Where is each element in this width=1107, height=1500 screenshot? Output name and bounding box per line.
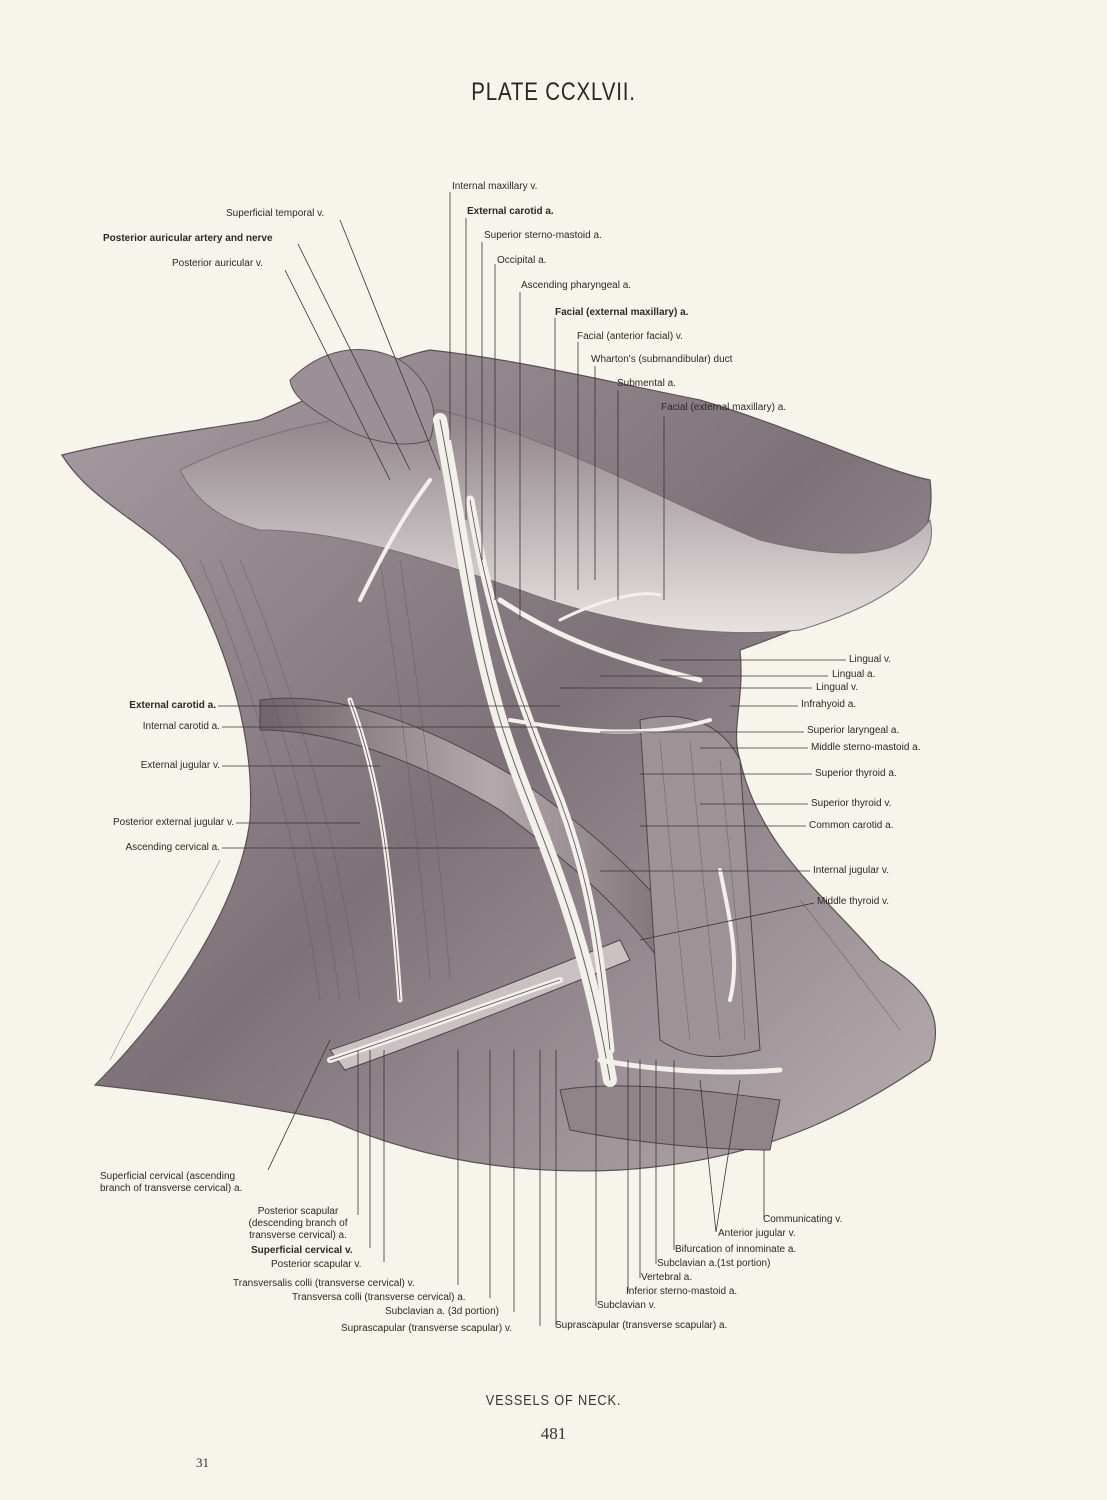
label-posterior-scapular-3: transverse cervical) a. — [249, 1230, 347, 1241]
label-superior-sterno-mastoid-a: Superior sterno-mastoid a. — [484, 230, 602, 241]
label-facial-external-maxillary-a-1: Facial (external maxillary) a. — [555, 307, 689, 318]
signature-mark: 31 — [196, 1455, 209, 1470]
label-subclavian-v: Subclavian v. — [597, 1300, 656, 1311]
label-lingual-a: Lingual a. — [832, 669, 876, 680]
label-facial-anterior-facial-v: Facial (anterior facial) v. — [577, 331, 683, 342]
lower-muscle-mass — [559, 1085, 781, 1151]
label-superficial-cervical-ascending-1: Superficial cervical (ascending — [100, 1171, 236, 1182]
label-external-carotid-a-top: External carotid a. — [467, 206, 554, 217]
plate-title: PLATE CCXLVII. — [471, 78, 636, 106]
label-common-carotid-a: Common carotid a. — [809, 820, 894, 831]
label-superior-thyroid-a: Superior thyroid a. — [815, 768, 897, 779]
label-superficial-cervical-ascending-2: branch of transverse cervical) a. — [100, 1183, 243, 1194]
page-number: 481 — [540, 1424, 567, 1443]
label-ascending-pharyngeal-a: Ascending pharyngeal a. — [521, 280, 632, 291]
label-ascending-cervical-a: Ascending cervical a. — [125, 842, 221, 853]
label-posterior-scapular-v: Posterior scapular v. — [271, 1259, 362, 1270]
mandible-region — [179, 409, 932, 634]
label-transversa-colli: Transversa colli (transverse cervical) a… — [292, 1292, 466, 1303]
label-external-jugular-v: External jugular v. — [140, 760, 220, 771]
label-lingual-v-1: Lingual v. — [849, 654, 892, 665]
label-middle-thyroid-v: Middle thyroid v. — [817, 896, 890, 907]
label-posterior-auricular-artery-nerve: Posterior auricular artery and nerve — [103, 233, 273, 244]
label-posterior-scapular-1: Posterior scapular — [257, 1206, 339, 1217]
label-internal-carotid-a: Internal carotid a. — [142, 721, 220, 732]
label-external-carotid-a-left: External carotid a. — [129, 700, 216, 711]
label-infrahyoid-a: Infrahyoid a. — [801, 699, 857, 710]
muscle-striations — [109, 559, 901, 1061]
label-suprascapular-a: Suprascapular (transverse scapular) a. — [555, 1320, 728, 1331]
label-middle-sterno-mastoid-a: Middle sterno-mastoid a. — [811, 742, 921, 753]
label-internal-jugular-v: Internal jugular v. — [813, 865, 889, 876]
label-superficial-cervical-v: Superficial cervical v. — [251, 1245, 353, 1256]
ear-region — [289, 349, 435, 445]
label-lingual-v-2: Lingual v. — [816, 682, 859, 693]
vessel-outlines — [329, 499, 611, 1061]
label-suprascapular-v: Suprascapular (transverse scapular) v. — [341, 1323, 512, 1334]
label-superficial-temporal-v: Superficial temporal v. — [226, 208, 325, 219]
label-subclavian-a-3d: Subclavian a. (3d portion) — [385, 1306, 499, 1317]
label-transversalis-colli: Transversalis colli (transverse cervical… — [233, 1278, 415, 1289]
label-posterior-external-jugular-v: Posterior external jugular v. — [113, 817, 234, 828]
strap-muscles — [639, 715, 761, 1057]
label-superior-thyroid-v: Superior thyroid v. — [811, 798, 892, 809]
label-submental-a: Submental a. — [617, 378, 676, 389]
label-posterior-auricular-v: Posterior auricular v. — [172, 258, 263, 269]
plate-caption: VESSELS OF NECK. — [485, 1392, 622, 1409]
label-vertebral-a: Vertebral a. — [641, 1272, 693, 1283]
label-whartons-duct: Wharton's (submandibular) duct — [591, 354, 733, 365]
label-communicating-v: Communicating v. — [763, 1214, 843, 1225]
label-bifurcation-innominate: Bifurcation of innominate a. — [675, 1244, 797, 1255]
label-inferior-sterno-mastoid-a: Inferior sterno-mastoid a. — [626, 1286, 738, 1297]
label-anterior-jugular-v: Anterior jugular v. — [718, 1228, 796, 1239]
label-occipital-a: Occipital a. — [497, 255, 547, 266]
label-superior-laryngeal-a: Superior laryngeal a. — [807, 725, 900, 736]
label-facial-external-maxillary-a-2: Facial (external maxillary) a. — [661, 402, 787, 413]
label-internal-maxillary-v: Internal maxillary v. — [452, 181, 538, 192]
label-subclavian-a-1st: Subclavian a.(1st portion) — [657, 1258, 771, 1269]
label-posterior-scapular-2: (descending branch of — [248, 1218, 348, 1229]
